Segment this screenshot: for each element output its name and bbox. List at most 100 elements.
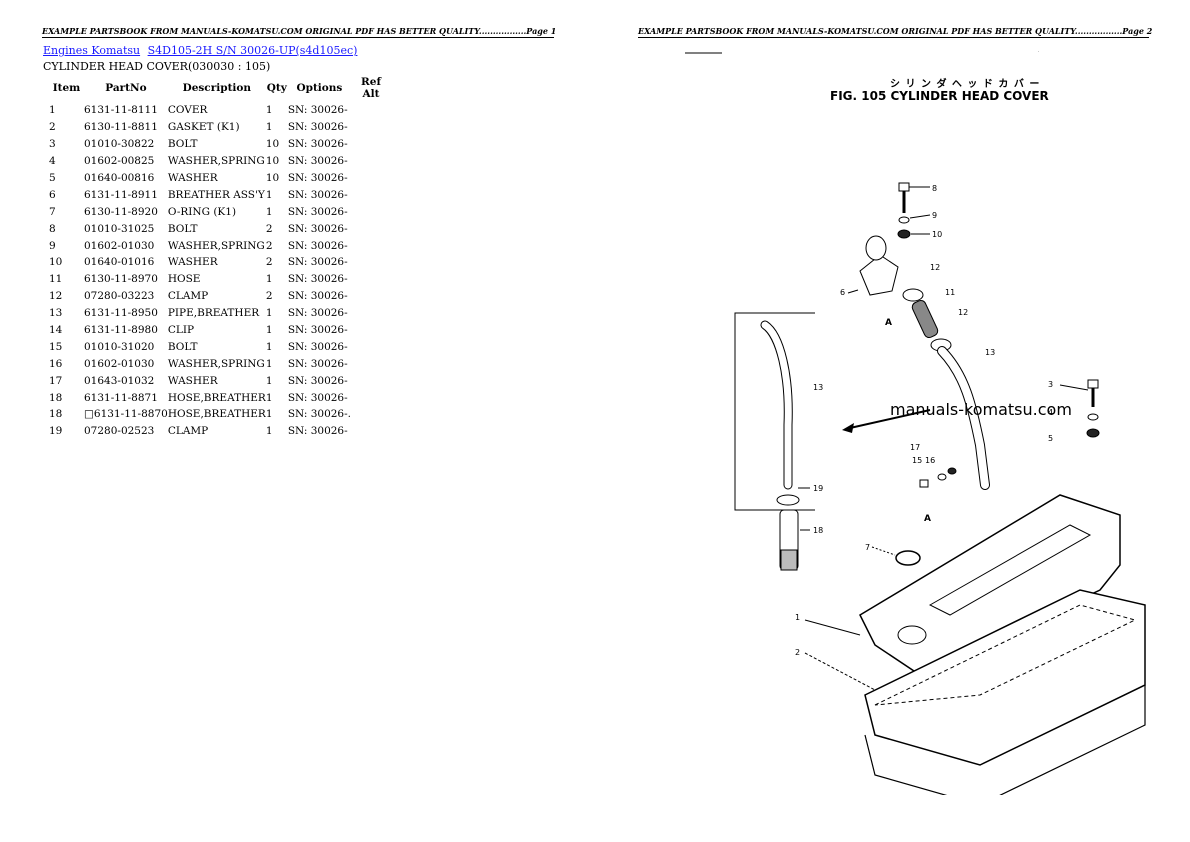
cell-qty: 10 — [265, 155, 280, 168]
cell-partno: 6131-11-8950 — [84, 307, 158, 320]
cell-description: WASHER — [167, 374, 218, 387]
cell-description: BREATHER ASS'Y — [167, 188, 265, 201]
cell-item: 8 — [49, 222, 56, 235]
cell-qty: 10 — [265, 138, 280, 151]
cell-description: WASHER — [167, 256, 218, 269]
parts-table: Item PartNo Description Qty Options Ref … — [43, 76, 391, 440]
cell-options: SN: 30026-. — [287, 408, 351, 421]
callout-12a: 12 — [930, 263, 940, 272]
cell-item: 9 — [49, 239, 56, 252]
cell-description: PIPE,BREATHER — [167, 307, 260, 320]
breadcrumb: Engines Komatsu S4D105-2H S/N 30026-UP(s… — [43, 44, 361, 57]
bolt-3 — [1087, 379, 1099, 389]
callout-10: 10 — [932, 230, 942, 239]
cell-options: SN: 30026- — [287, 290, 348, 303]
breadcrumb-link-model[interactable]: S4D105-2H S/N 30026-UP(s4d105ec) — [147, 44, 358, 57]
col-description: Description — [182, 82, 252, 94]
cell-options: SN: 30026- — [287, 425, 348, 438]
cell-qty: 2 — [265, 256, 273, 269]
cell-description: COVER — [167, 104, 208, 117]
page1-header-rule — [42, 37, 554, 38]
cell-partno: 6131-11-8911 — [84, 188, 158, 201]
cell-item: 4 — [49, 155, 56, 168]
cell-partno: 6131-11-8871 — [84, 391, 158, 404]
cell-options: SN: 30026- — [287, 307, 348, 320]
clamp-12a — [902, 288, 924, 302]
cell-options: SN: 30026- — [287, 374, 348, 387]
cell-partno: 6131-11-8111 — [84, 104, 158, 117]
callout-a1: A — [885, 318, 892, 328]
callout-7: 7 — [865, 543, 870, 552]
cell-description: CLAMP — [167, 425, 209, 438]
cell-refalt — [351, 389, 391, 406]
cell-options: SN: 30026- — [287, 340, 348, 353]
cell-refalt — [351, 271, 391, 288]
cell-description: CLIP — [167, 324, 195, 337]
bolt-15 — [919, 479, 929, 488]
cell-partno: 6130-11-8920 — [84, 205, 158, 218]
cell-item: 18 — [49, 391, 63, 404]
cell-refalt — [351, 406, 391, 423]
cell-item: 18 — [49, 408, 63, 421]
cell-qty: 1 — [265, 121, 273, 134]
washer-5 — [1086, 428, 1100, 438]
page2-header-rule — [638, 37, 1149, 38]
detail-clamp-19 — [776, 494, 800, 506]
cell-qty: 2 — [265, 239, 273, 252]
cell-partno: 07280-03223 — [84, 290, 155, 303]
cell-partno: 01010-30822 — [84, 138, 155, 151]
cell-qty: 1 — [265, 273, 273, 286]
cell-partno: 01602-00825 — [84, 155, 155, 168]
cell-item: 15 — [49, 340, 63, 353]
table-header-row: Item PartNo Description Qty Options Ref … — [43, 76, 391, 102]
cell-refalt — [351, 322, 391, 339]
washer-9 — [898, 216, 910, 224]
washer-17 — [947, 467, 957, 475]
callout-1: 1 — [795, 613, 800, 622]
cell-description: O-RING (K1) — [167, 205, 237, 218]
cell-refalt — [351, 423, 391, 440]
cell-item: 7 — [49, 205, 56, 218]
cell-qty: 1 — [265, 340, 273, 353]
callout-3: 3 — [1048, 380, 1053, 389]
cylinder-head — [864, 685, 1146, 795]
washer-16 — [937, 473, 947, 481]
cell-refalt — [351, 136, 391, 153]
cell-options: SN: 30026- — [287, 357, 348, 370]
callout-13a: 13 — [813, 383, 823, 392]
cell-item: 3 — [49, 138, 56, 151]
page2-header: EXAMPLE PARTSBOOK FROM MANUALS-KOMATSU.C… — [638, 26, 1153, 36]
washer-10 — [897, 229, 911, 239]
cell-item: 1 — [49, 104, 56, 117]
cell-item: 12 — [49, 290, 63, 303]
breadcrumb-link-engines[interactable]: Engines Komatsu — [43, 44, 141, 57]
cell-refalt — [351, 372, 391, 389]
cell-options: SN: 30026- — [287, 391, 348, 404]
section-title: CYLINDER HEAD COVER(030030 : 105) — [43, 60, 271, 73]
cell-qty: 1 — [265, 374, 273, 387]
cell-item: 2 — [49, 121, 56, 134]
cell-qty: 2 — [265, 290, 273, 303]
cover-logo — [928, 524, 1092, 616]
cell-partno: 01640-00816 — [84, 172, 155, 184]
cell-partno: 6131-11-8980 — [84, 324, 158, 337]
cell-options: SN: 30026- — [287, 172, 348, 184]
col-options: Options — [296, 82, 343, 94]
cell-qty: 1 — [265, 357, 273, 370]
cell-refalt — [351, 254, 391, 271]
cell-item: 11 — [49, 273, 63, 286]
cell-refalt — [351, 220, 391, 237]
cell-partno: □6131-11-8870 — [84, 408, 168, 421]
cell-qty: 10 — [265, 172, 280, 184]
cell-refalt — [351, 338, 391, 355]
